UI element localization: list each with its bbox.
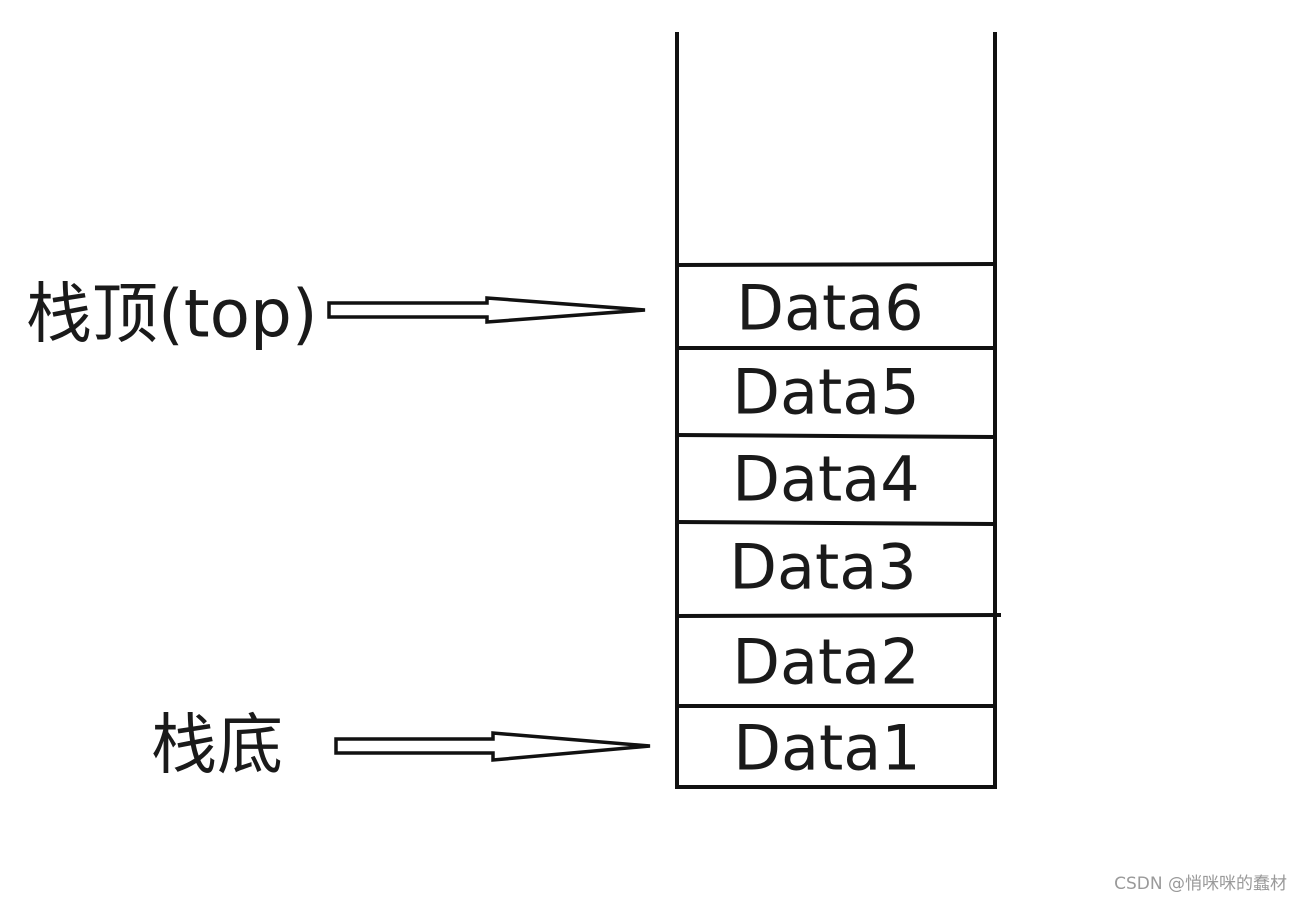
cell-divider <box>674 519 996 527</box>
stack-cell-label: Data6 <box>736 272 923 345</box>
stack-cell-label: Data1 <box>733 712 920 785</box>
stack-top-label: 栈顶(top) <box>26 276 318 353</box>
stack-cell-label: Data2 <box>732 626 919 699</box>
stack-cell-label: Data5 <box>732 356 919 429</box>
stack-cell-label: Data3 <box>729 531 916 604</box>
cell-divider <box>674 432 996 440</box>
watermark: CSDN @悄咪咪的蠢材 <box>1114 874 1287 894</box>
stack-bottom-arrow <box>334 731 651 762</box>
stack-cell-label: Data4 <box>732 443 919 516</box>
stack-top-arrow <box>327 296 646 324</box>
cell-divider <box>674 612 1002 619</box>
stack-bottom-label: 栈底 <box>151 707 283 784</box>
cell-divider <box>674 261 996 268</box>
